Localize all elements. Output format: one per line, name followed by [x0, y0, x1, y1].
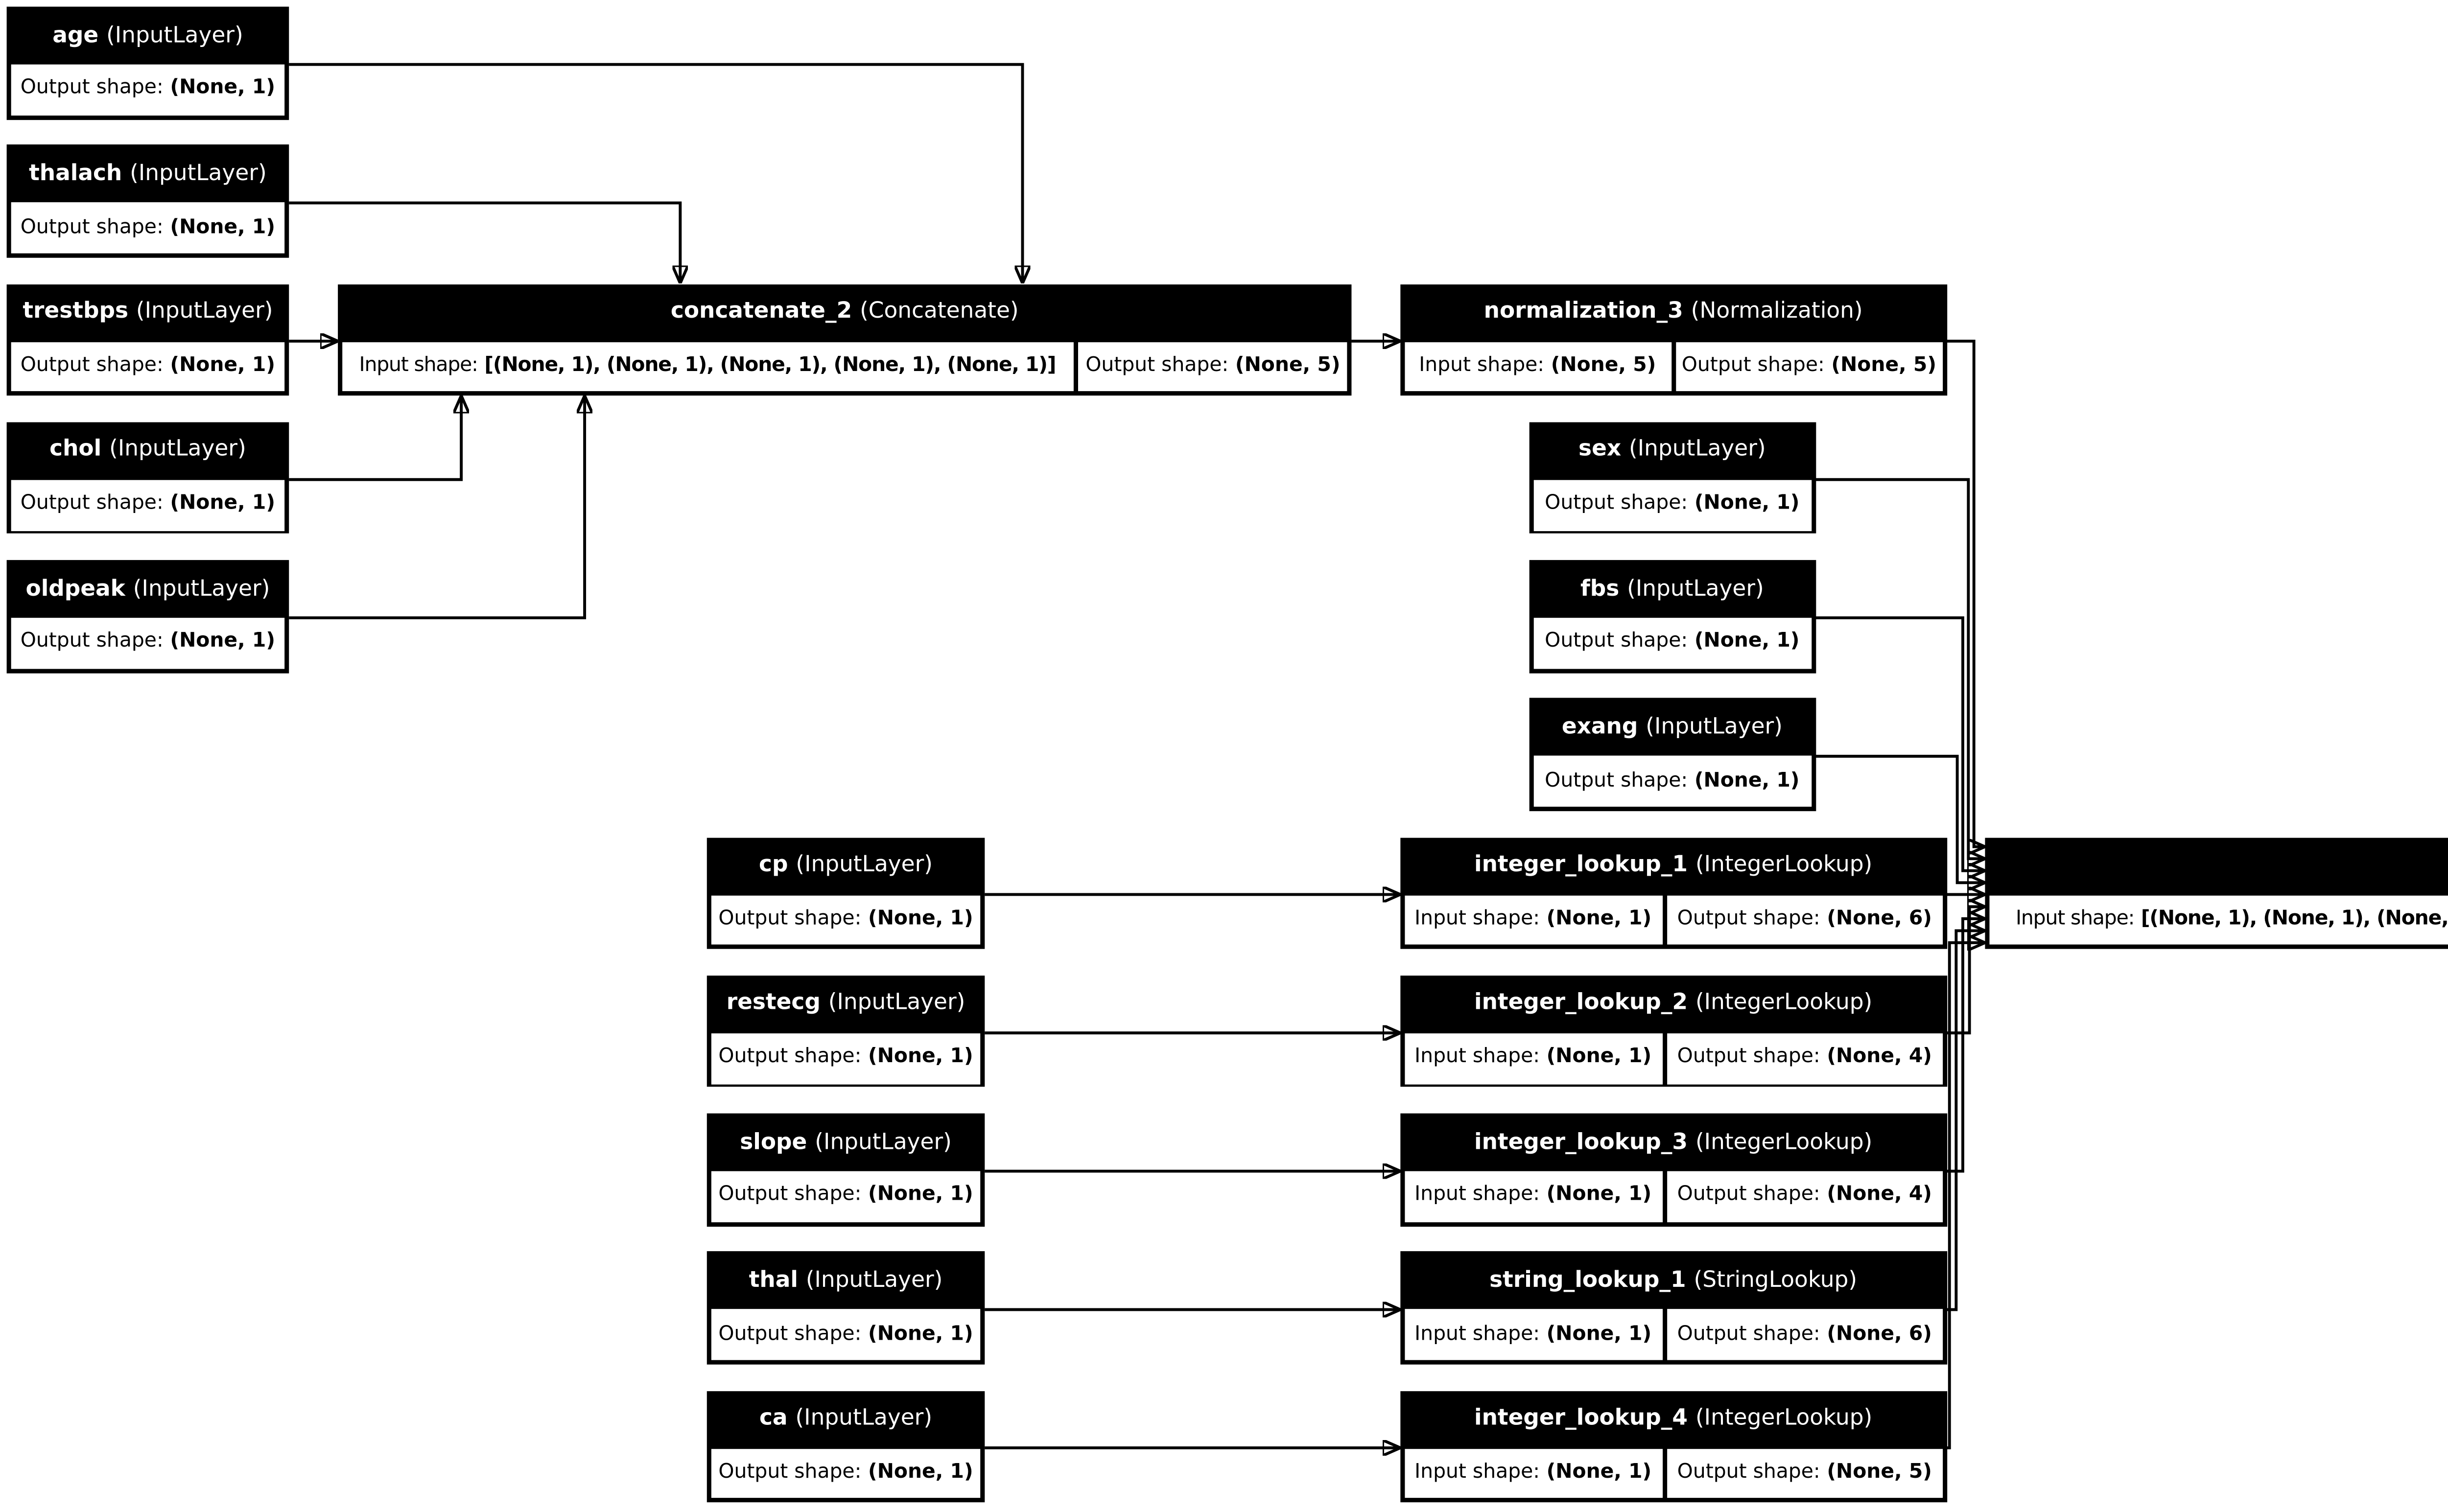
node-integer_lookup_3: integer_lookup_3(IntegerLookup) Input sh… — [1400, 1113, 1946, 1226]
edge-integer_lookup_3-concatenate_3 — [1946, 919, 1985, 1173]
input-shape-cell: Input shape:(None, 1) — [1404, 1171, 1662, 1222]
node-cp: cp(InputLayer) Output shape:(None, 1) — [706, 837, 985, 949]
input-shape-cell: Input shape:(None, 1) — [1404, 1033, 1662, 1084]
node-title: restecg(InputLayer) — [726, 992, 965, 1017]
edge-string_lookup_1-concatenate_3 — [1946, 930, 1985, 1311]
input-shape-cell: Input shape:[(None, 1), (None, 1), (None… — [341, 341, 1074, 392]
input-shape-cell: Input shape:[(None, 1), (None, 1), (None… — [1988, 894, 2448, 946]
output-shape-cell: Output shape:(None, 4) — [1667, 1171, 1943, 1222]
edge-integer_lookup_2-concatenate_3 — [1946, 907, 1985, 1035]
output-shape-cell: Output shape:(None, 1) — [1532, 756, 1812, 808]
edge-integer_lookup_4-concatenate_3 — [1946, 943, 1985, 1449]
input-shape-cell: Input shape:(None, 1) — [1404, 1447, 1662, 1499]
node-exang: exang(InputLayer) Output shape:(None, 1) — [1529, 698, 1815, 811]
output-shape-cell: Output shape:(None, 1) — [10, 479, 285, 531]
node-concatenate_2: concatenate_2(Concatenate) Input shape:[… — [338, 283, 1352, 396]
output-shape-cell: Output shape:(None, 1) — [1532, 479, 1812, 531]
output-shape-cell: Output shape:(None, 6) — [1667, 1309, 1943, 1361]
output-shape-cell: Output shape:(None, 1) — [710, 1447, 982, 1499]
node-integer_lookup_1: integer_lookup_1(IntegerLookup) Input sh… — [1400, 837, 1946, 949]
node-title: concatenate_3(Concatenate) — [1985, 837, 2448, 894]
node-integer_lookup_2: integer_lookup_2(IntegerLookup) Input sh… — [1400, 975, 1946, 1088]
output-shape-cell: Output shape:(None, 1) — [1532, 618, 1812, 669]
node-fbs: fbs(InputLayer) Output shape:(None, 1) — [1529, 560, 1815, 673]
node-trestbps: trestbps(InputLayer) Output shape:(None,… — [6, 283, 289, 396]
node-title: exang(InputLayer) — [1561, 715, 1783, 740]
edge-sex-concatenate_3 — [1815, 478, 1985, 859]
output-shape-cell: Output shape:(None, 4) — [1667, 1033, 1943, 1084]
node-thal: thal(InputLayer) Output shape:(None, 1) — [706, 1252, 985, 1364]
node-title: integer_lookup_3(IntegerLookup) — [1474, 1130, 1873, 1155]
node-title: normalization_3(Normalization) — [1483, 300, 1863, 325]
edge-age-concatenate_2 — [289, 63, 1022, 283]
output-shape-cell: Output shape:(None, 6) — [1667, 894, 1943, 946]
output-shape-cell: Output shape:(None, 1) — [10, 341, 285, 392]
node-title: trestbps(InputLayer) — [23, 300, 273, 325]
node-restecg: restecg(InputLayer) Output shape:(None, … — [706, 975, 985, 1088]
edge-chol-concatenate_2 — [289, 395, 461, 481]
input-shape-cell: Input shape:(None, 5) — [1404, 341, 1671, 392]
output-shape-cell: Output shape:(None, 1) — [710, 1171, 982, 1222]
node-title: string_lookup_1(StringLookup) — [1489, 1268, 1858, 1293]
output-shape-cell: Output shape:(None, 5) — [1667, 1447, 1943, 1499]
output-shape-cell: Output shape:(None, 1) — [710, 1033, 982, 1084]
node-thalach: thalach(InputLayer) Output shape:(None, … — [6, 145, 289, 257]
edge-thalach-concatenate_2 — [289, 201, 680, 283]
node-age: age(InputLayer) Output shape:(None, 1) — [6, 6, 289, 119]
node-title: concatenate_2(Concatenate) — [670, 300, 1019, 325]
node-title: thal(InputLayer) — [749, 1268, 943, 1293]
node-slope: slope(InputLayer) Output shape:(None, 1) — [706, 1113, 985, 1226]
output-shape-cell: Output shape:(None, 1) — [10, 203, 285, 254]
edge-fbs-concatenate_3 — [1815, 616, 1985, 871]
edge-oldpeak-concatenate_2 — [289, 395, 585, 620]
node-title: oldpeak(InputLayer) — [25, 577, 270, 602]
node-string_lookup_1: string_lookup_1(StringLookup) Input shap… — [1400, 1252, 1946, 1364]
node-title: chol(InputLayer) — [49, 438, 246, 463]
node-title: sex(InputLayer) — [1578, 438, 1766, 463]
node-concatenate_3: concatenate_3(Concatenate) Input shape:[… — [1985, 837, 2448, 949]
edge-normalization_3-concatenate_3 — [1946, 339, 1985, 847]
node-sex: sex(InputLayer) Output shape:(None, 1) — [1529, 421, 1815, 534]
input-shape-cell: Input shape:(None, 1) — [1404, 1309, 1662, 1361]
node-title: integer_lookup_4(IntegerLookup) — [1474, 1406, 1873, 1431]
node-title: age(InputLayer) — [52, 23, 243, 48]
node-title: thalach(InputLayer) — [29, 162, 267, 186]
output-shape-cell: Output shape:(None, 1) — [10, 64, 285, 116]
node-title: ca(InputLayer) — [759, 1406, 933, 1431]
node-normalization_3: normalization_3(Normalization) Input sha… — [1400, 283, 1946, 396]
node-title: fbs(InputLayer) — [1580, 577, 1764, 602]
output-shape-cell: Output shape:(None, 1) — [710, 894, 982, 946]
output-shape-cell: Output shape:(None, 1) — [10, 618, 285, 669]
node-chol: chol(InputLayer) Output shape:(None, 1) — [6, 421, 289, 534]
node-integer_lookup_4: integer_lookup_4(IntegerLookup) Input sh… — [1400, 1390, 1946, 1503]
output-shape-cell: Output shape:(None, 5) — [1675, 341, 1943, 392]
node-title: slope(InputLayer) — [740, 1130, 952, 1155]
input-shape-cell: Input shape:(None, 1) — [1404, 894, 1662, 946]
node-title: integer_lookup_1(IntegerLookup) — [1474, 853, 1873, 878]
node-oldpeak: oldpeak(InputLayer) Output shape:(None, … — [6, 560, 289, 673]
output-shape-cell: Output shape:(None, 5) — [1078, 341, 1348, 392]
output-shape-cell: Output shape:(None, 1) — [710, 1309, 982, 1361]
node-title: cp(InputLayer) — [759, 853, 933, 878]
node-title: integer_lookup_2(IntegerLookup) — [1474, 992, 1873, 1017]
node-ca: ca(InputLayer) Output shape:(None, 1) — [706, 1390, 985, 1503]
